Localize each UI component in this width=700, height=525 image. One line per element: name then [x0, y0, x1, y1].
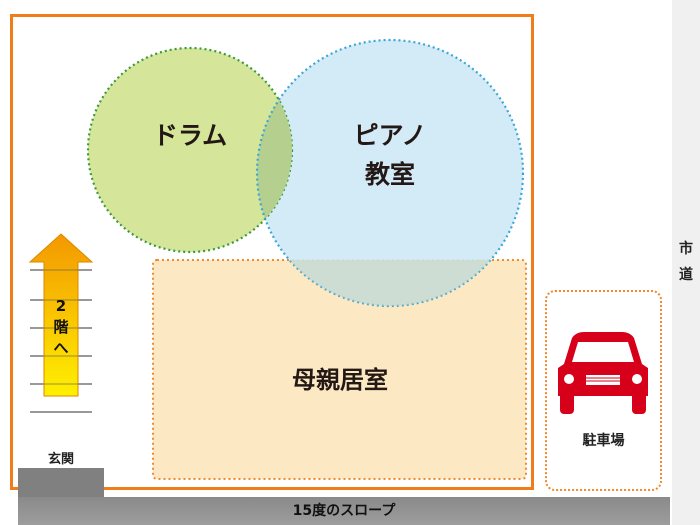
stair-lines-over-arrow [44, 269, 78, 385]
parking-label: 駐車場 [582, 433, 625, 449]
building-outline [10, 14, 534, 490]
stairs-label-line3: へ [53, 339, 69, 357]
parking-area [545, 290, 662, 491]
piano-room-area [255, 38, 525, 308]
entrance-block [18, 468, 104, 497]
piano-room-label-line1: ピアノ [353, 121, 427, 150]
car-icon [558, 332, 648, 414]
stairs-label: 2 階 へ [48, 296, 74, 359]
city-road-label-line2: 道 [679, 267, 693, 283]
stairs-label-line2: 階 [53, 318, 69, 336]
entrance-label: 玄関 [47, 452, 74, 467]
stairs-label-line1: 2 [55, 297, 67, 315]
ramp [18, 497, 670, 525]
piano-room-label-line2: 教室 [364, 160, 415, 189]
city-road-label-line1: 市 [679, 241, 693, 257]
mother-room-area [152, 259, 527, 480]
ramp-label: 15度のスロープ [292, 503, 396, 519]
city-road-label: 市 道 [672, 236, 700, 288]
drum-room-label: ドラム [152, 121, 228, 150]
city-road [672, 0, 700, 525]
mother-room-label: 母親居室 [292, 366, 388, 394]
